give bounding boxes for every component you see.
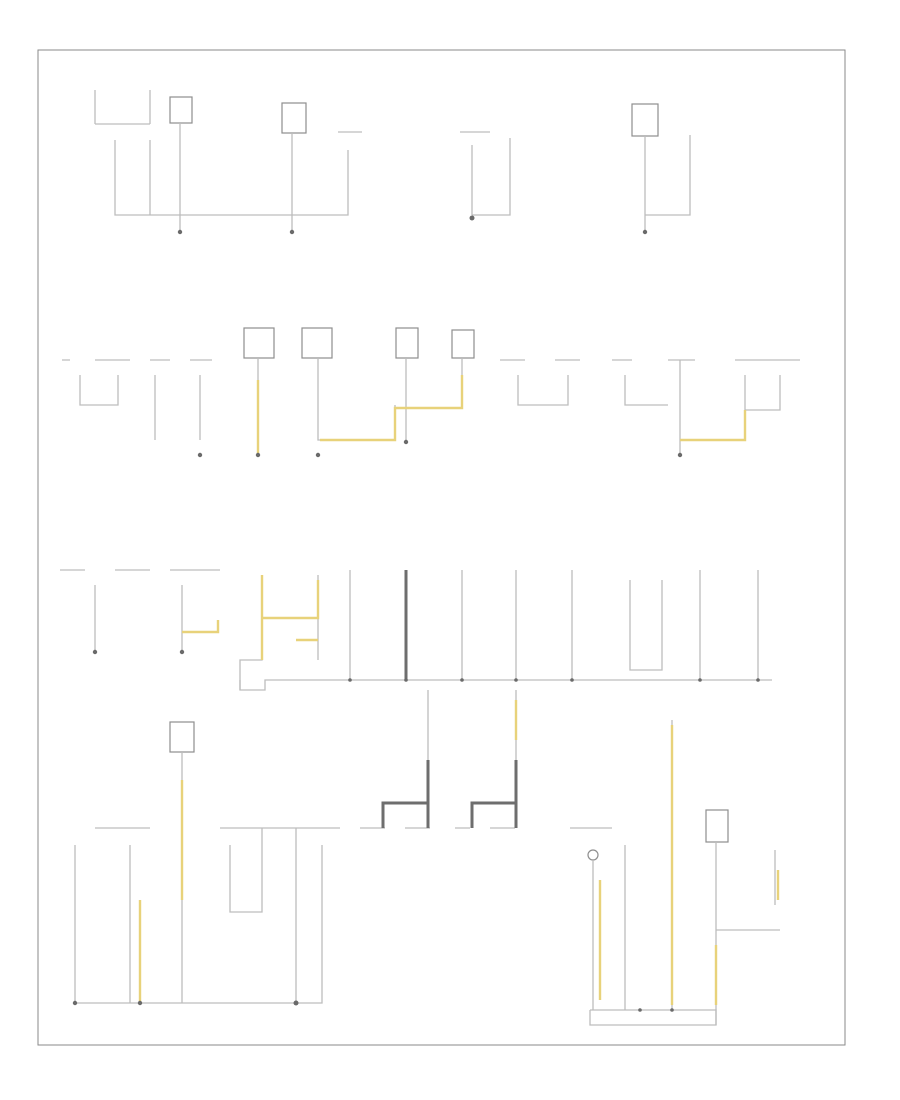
splice — [460, 678, 464, 682]
row-4-bottom-ground-group — [72, 690, 780, 1026]
wire-yellow — [262, 580, 320, 620]
wire — [744, 375, 781, 411]
wire — [79, 375, 119, 406]
ground-point — [179, 649, 185, 655]
component-box — [395, 327, 419, 359]
component-lamp — [587, 849, 599, 861]
wire-yellow — [320, 375, 464, 442]
splice — [404, 678, 408, 682]
ground-point — [197, 452, 203, 458]
wire — [645, 135, 691, 216]
ground-point — [92, 649, 98, 655]
wire-yellow — [182, 620, 220, 634]
splice — [670, 1008, 674, 1012]
diagram-frame — [37, 49, 846, 1046]
splice — [698, 678, 702, 682]
splice — [514, 678, 518, 682]
wire — [517, 375, 569, 406]
wire — [589, 1009, 717, 1026]
ground-point — [293, 1000, 299, 1006]
wire-yellow — [680, 410, 747, 442]
wire — [472, 138, 511, 216]
component-box — [301, 327, 333, 359]
component-box — [243, 327, 275, 359]
component-box — [169, 721, 195, 753]
splice — [756, 678, 760, 682]
ground-point — [72, 1000, 78, 1006]
ground-point — [289, 229, 295, 235]
component-box — [281, 102, 307, 134]
ground-bus — [239, 679, 772, 691]
component-box — [451, 329, 475, 359]
ground-point — [677, 452, 683, 458]
row-2-middle-ground-group — [62, 327, 800, 458]
row-1-top-ground-group — [94, 90, 691, 235]
ground-point — [137, 1000, 143, 1006]
wire — [229, 828, 263, 913]
splice — [348, 678, 352, 682]
wire — [624, 375, 668, 406]
row-3-ground-bus-group — [60, 569, 772, 691]
component-box — [169, 96, 193, 124]
wire-dark — [381, 760, 430, 828]
wire — [629, 580, 663, 671]
ground-point — [642, 229, 648, 235]
splice — [570, 678, 574, 682]
wire — [317, 358, 396, 441]
ground-point — [177, 229, 183, 235]
ground-point — [469, 215, 475, 221]
wire — [114, 140, 180, 216]
wire-dark — [470, 760, 518, 828]
component-box — [705, 809, 729, 843]
wire — [292, 150, 349, 216]
connector-bracket — [94, 90, 151, 125]
component-box — [631, 103, 659, 137]
ground-point — [315, 452, 321, 458]
wire — [239, 575, 263, 690]
ground-point — [255, 452, 261, 458]
ground-point — [403, 439, 409, 445]
splice — [638, 1008, 642, 1012]
wire — [75, 845, 323, 1004]
